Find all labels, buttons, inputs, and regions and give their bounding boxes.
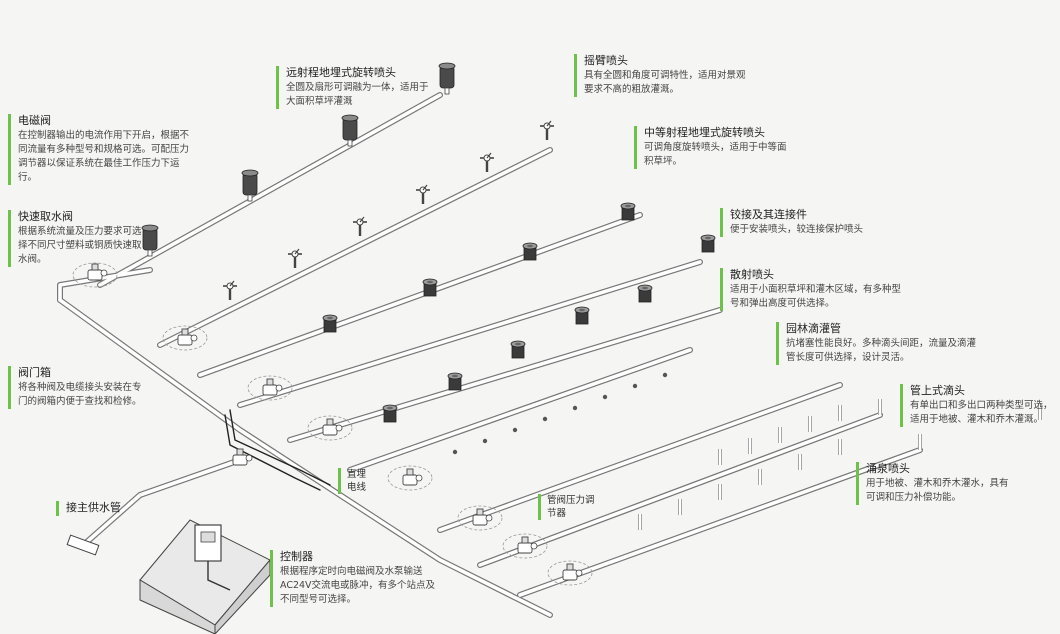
label-direct-burial: 直埋电线	[338, 468, 373, 494]
solenoid-valves	[87, 263, 583, 581]
callout-quick-coupler: 快速取水阀 根据系统流量及压力要求可选择不同尺寸塑料或铜质快速取水阀。	[8, 210, 148, 267]
callout-body: 抗堵塞性能良好。多种滴头间距，流量及滴灌管长度可供选择，设计灵活。	[786, 338, 977, 363]
drip-emitters	[452, 372, 668, 455]
callout-controller: 控制器 根据程序定时向电磁阀及水泵输送AC24V交流电或脉冲，有多个站点及不同型…	[270, 550, 440, 607]
controller-unit	[139, 519, 271, 634]
callout-body: 有单出口和多出口两种类型可选，适用于地被、灌木和乔木灌溉。	[910, 400, 1053, 425]
callout-title: 阀门箱	[18, 366, 51, 379]
callout-title: 远射程地埋式旋转喷头	[286, 66, 396, 79]
callout-body: 可调角度旋转喷头，适用于中等面积草坪。	[644, 142, 787, 167]
callout-spray: 散射喷头 适用于小面积草坪和灌木区域，有多种型号和弹出高度可供选择。	[720, 268, 910, 311]
callout-mid-rotor: 中等射程地埋式旋转喷头 可调角度旋转喷头，适用于中等面积草坪。	[634, 126, 794, 169]
callout-title: 中等射程地埋式旋转喷头	[644, 126, 765, 139]
callout-impact: 摇臂喷头 具有全圆和角度可调特性，适用对景观要求不高的粗放灌溉。	[574, 54, 754, 97]
callout-drip: 园林滴灌管 抗堵塞性能良好。多种滴头间距，流量及滴灌管长度可供选择，设计灵活。	[776, 322, 976, 365]
callout-body: 全圆及扇形可调融为一体，适用于大面积草坪灌溉	[286, 82, 429, 107]
callout-long-rotor: 远射程地埋式旋转喷头 全圆及扇形可调融为一体，适用于大面积草坪灌溉	[276, 66, 436, 109]
callout-body: 用于地被、灌木和乔木灌水，具有可调和压力补偿功能。	[866, 478, 1009, 503]
callout-title: 控制器	[280, 550, 313, 563]
main-supply-pipe	[66, 492, 142, 556]
callout-title: 接主供水管	[66, 501, 121, 514]
label-text: 直埋电线	[347, 469, 367, 493]
callout-title: 散射喷头	[730, 268, 774, 281]
callout-bubbler: 涌泉喷头 用于地被、灌木和乔木灌水，具有可调和压力补偿功能。	[856, 462, 1016, 505]
callout-title: 铰接及其连接件	[730, 208, 807, 221]
callout-title: 涌泉喷头	[866, 462, 910, 475]
callout-body: 将各种阀及电缆接头安装在专门的阀箱内便于查找和检修。	[18, 382, 142, 407]
callout-body: 适用于小面积草坪和灌木区域，有多种型号和弹出高度可供选择。	[730, 284, 902, 309]
valve-box-outlines	[72, 262, 593, 586]
callout-title: 园林滴灌管	[786, 322, 841, 335]
label-pressure-regulator: 管阀压力调节器	[538, 494, 595, 520]
callout-title: 电磁阀	[18, 114, 51, 127]
impact-sprinklers	[221, 119, 556, 302]
pipe-network	[57, 92, 923, 618]
callout-body: 在控制器输出的电流作用下开启，根据不同流量有多种型号和规格可选。可配压力调节器以…	[18, 130, 190, 183]
callout-body: 根据程序定时向电磁阀及水泵输送AC24V交流电或脉冲，有多个站点及不同型号可选择…	[280, 566, 436, 605]
callout-title: 摇臂喷头	[584, 54, 628, 67]
callout-title: 管上式滴头	[910, 384, 965, 397]
callout-body: 根据系统流量及压力要求可选择不同尺寸塑料或铜质快速取水阀。	[18, 226, 142, 265]
callout-emitter: 管上式滴头 有单出口和多出口两种类型可选，适用于地被、灌木和乔木灌溉。	[900, 384, 1060, 427]
label-text: 管阀压力调节器	[547, 495, 595, 519]
callout-body: 具有全圆和角度可调特性，适用对景观要求不高的粗放灌溉。	[584, 70, 746, 95]
callout-main-supply: 接主供水管	[56, 501, 156, 516]
callout-body: 便于安装喷头，较连接保护喷头	[730, 224, 864, 235]
callout-title: 快速取水阀	[18, 210, 73, 223]
callout-solenoid: 电磁阀 在控制器输出的电流作用下开启，根据不同流量有多种型号和规格可选。可配压力…	[8, 114, 196, 185]
callout-swing-joint: 铰接及其连接件 便于安装喷头，较连接保护喷头	[720, 208, 900, 237]
callout-valve-box: 阀门箱 将各种阀及电缆接头安装在专门的阀箱内便于查找和检修。	[8, 366, 143, 409]
